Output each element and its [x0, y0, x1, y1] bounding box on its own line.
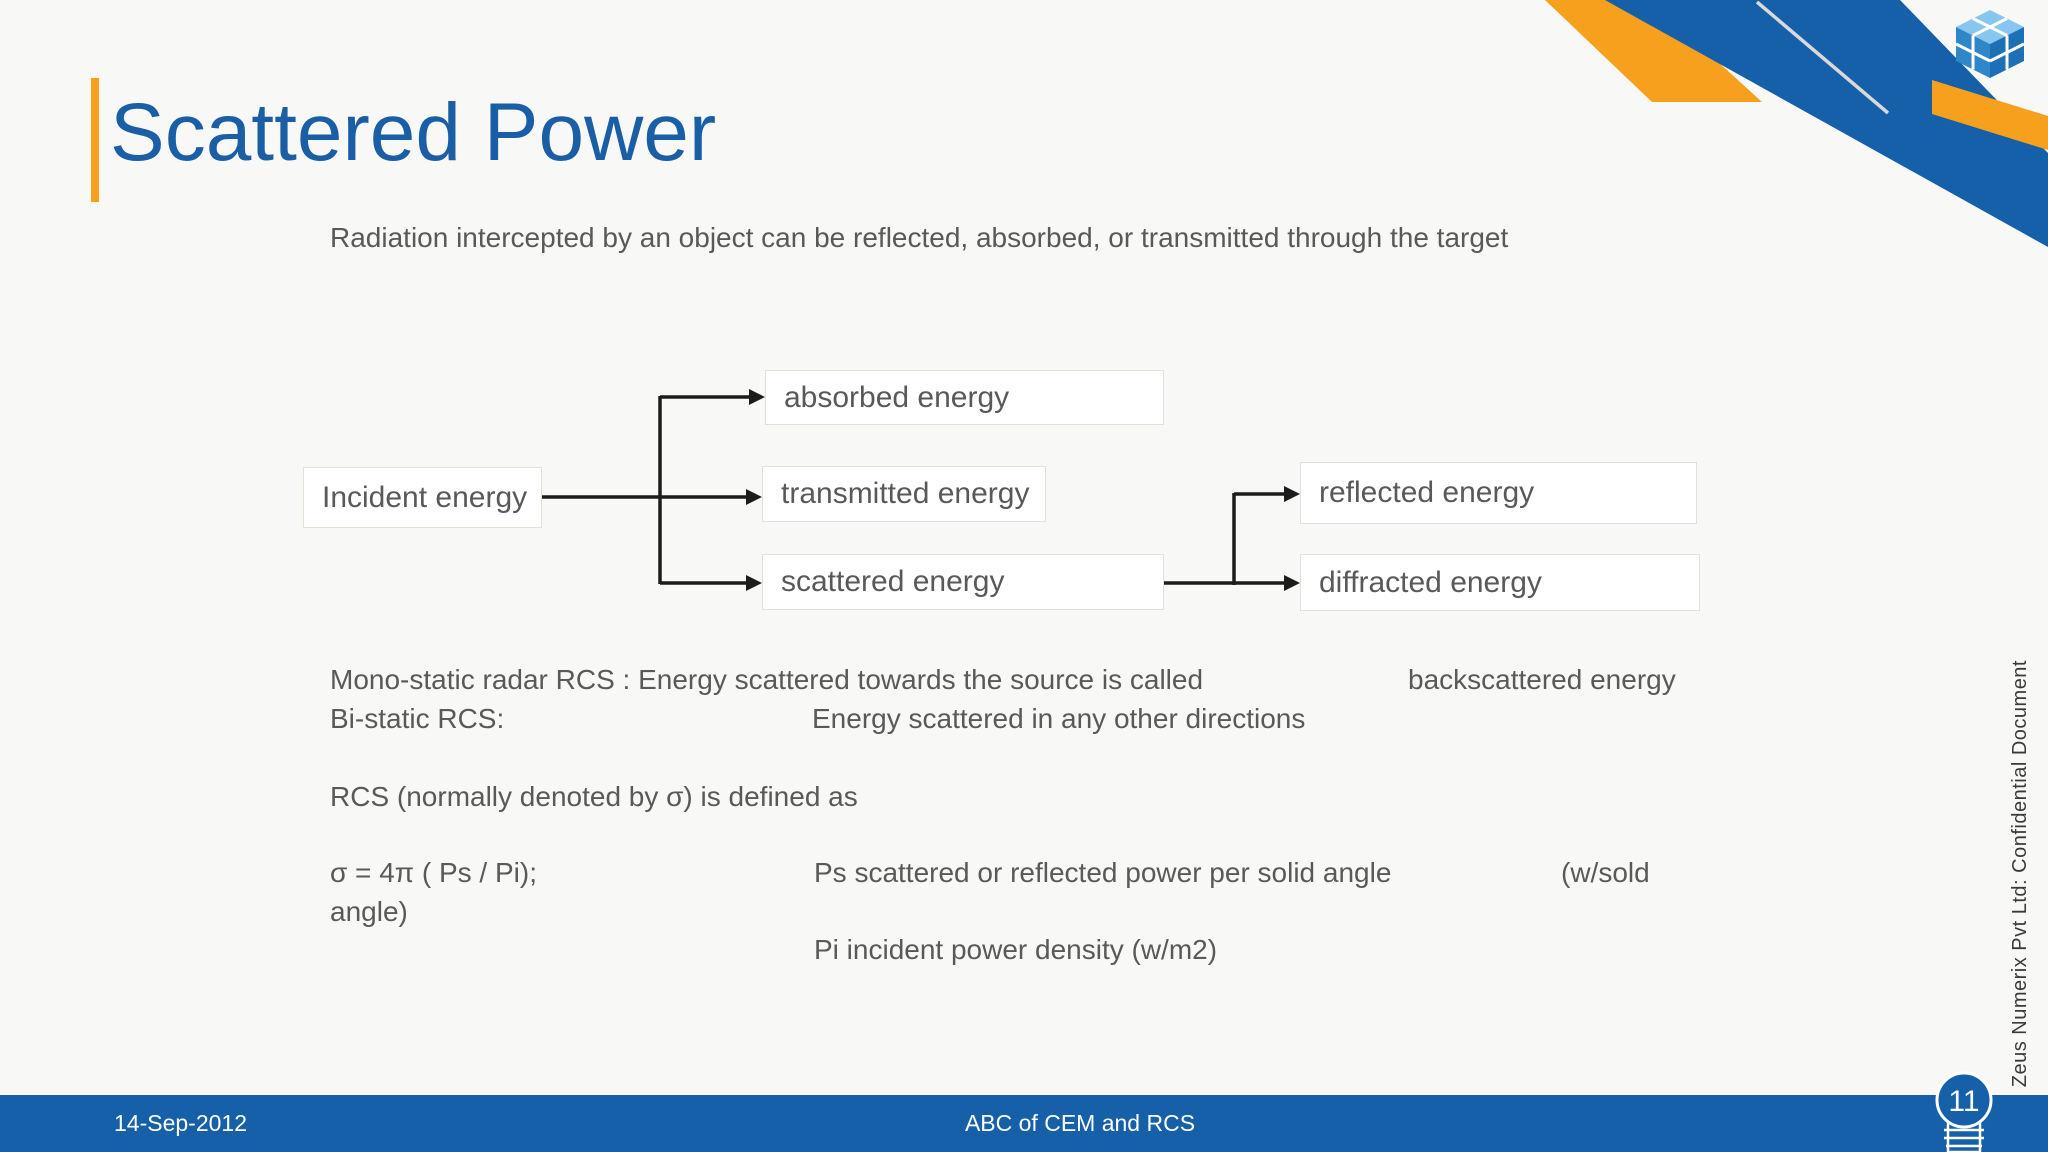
ps-unit-start: (w/sold — [1561, 857, 1650, 888]
ps-description: Ps scattered or reflected power per soli… — [814, 857, 1392, 888]
cube-grid-lines — [1955, 17, 2025, 70]
monostatic-term: backscattered energy — [1408, 664, 1676, 695]
bistatic-label: Bi-static RCS: — [330, 703, 505, 734]
confidentiality-note: © Zeus Numerix Pvt Ltd: Confidential Doc… — [2009, 660, 2031, 1116]
rcs-definition-line: RCS (normally denoted by σ) is defined a… — [330, 781, 858, 812]
bistatic-definition: Energy scattered in any other directions — [812, 703, 1306, 734]
footer-title: ABC of CEM and RCS — [964, 1110, 1196, 1136]
slide-subtitle: Radiation intercepted by an object can b… — [330, 222, 1509, 253]
cube-top-face — [1956, 10, 2024, 44]
footer-bar — [0, 1095, 2048, 1152]
flow-node-diffracted-energy: diffracted energy — [1300, 554, 1700, 611]
rcs-formula: σ = 4π ( Ps / Pi); — [330, 857, 537, 888]
arrowhead-transmitted — [746, 489, 762, 505]
title-accent-bar — [91, 78, 99, 202]
cube-left-face — [1956, 27, 1990, 78]
flow-node-reflected-energy: reflected energy — [1300, 462, 1697, 524]
arrowhead-scattered — [746, 575, 762, 591]
arrowhead-reflected — [1284, 486, 1300, 502]
arrowhead-diffracted — [1284, 575, 1300, 591]
cube-logo-icon — [1955, 10, 2025, 78]
arrowhead-absorbed — [749, 389, 765, 405]
footer-date: 14-Sep-2012 — [114, 1110, 247, 1136]
ribbon-highlight-line — [1755, 0, 1890, 115]
ribbon-orange-lower — [1932, 80, 2048, 150]
ribbon-blue-band — [1605, 0, 2048, 247]
ribbon-orange-upper — [1545, 0, 1762, 102]
flow-node-scattered-energy: scattered energy — [762, 554, 1164, 610]
pi-description: Pi incident power density (w/m2) — [814, 934, 1218, 965]
flow-node-transmitted-energy: transmitted energy — [762, 466, 1046, 522]
flow-node-absorbed-energy: absorbed energy — [765, 370, 1164, 425]
ps-unit-wrap: angle) — [330, 896, 408, 927]
flow-node-incident-energy: Incident energy — [303, 467, 542, 528]
monostatic-definition: Mono-static radar RCS : Energy scattered… — [330, 664, 1204, 695]
cube-right-face — [1990, 27, 2024, 78]
page-title: Scattered Power — [110, 87, 717, 178]
